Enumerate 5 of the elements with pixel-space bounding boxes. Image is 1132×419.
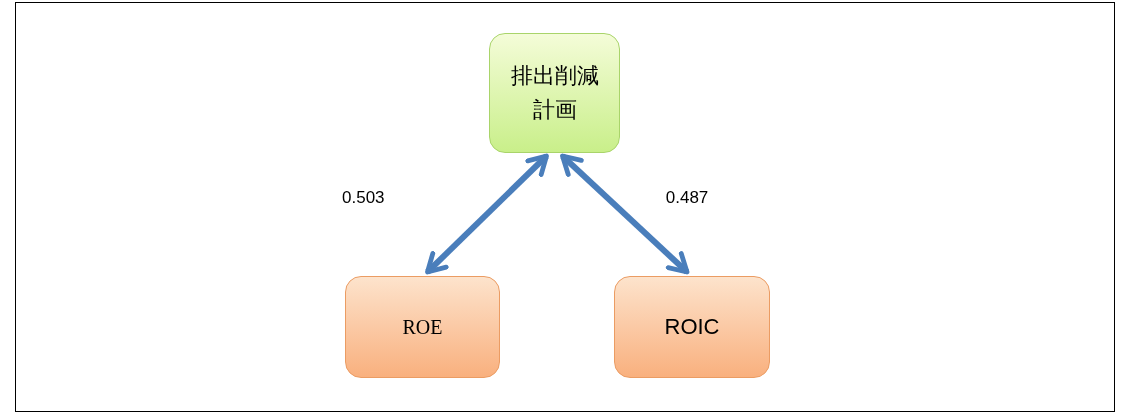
double-arrow (425, 153, 549, 275)
double-arrow (560, 153, 690, 275)
plan-box: 排出削減計画 (489, 33, 620, 153)
metric-box: ROIC (614, 276, 770, 378)
metric-box: ROE (345, 276, 500, 378)
